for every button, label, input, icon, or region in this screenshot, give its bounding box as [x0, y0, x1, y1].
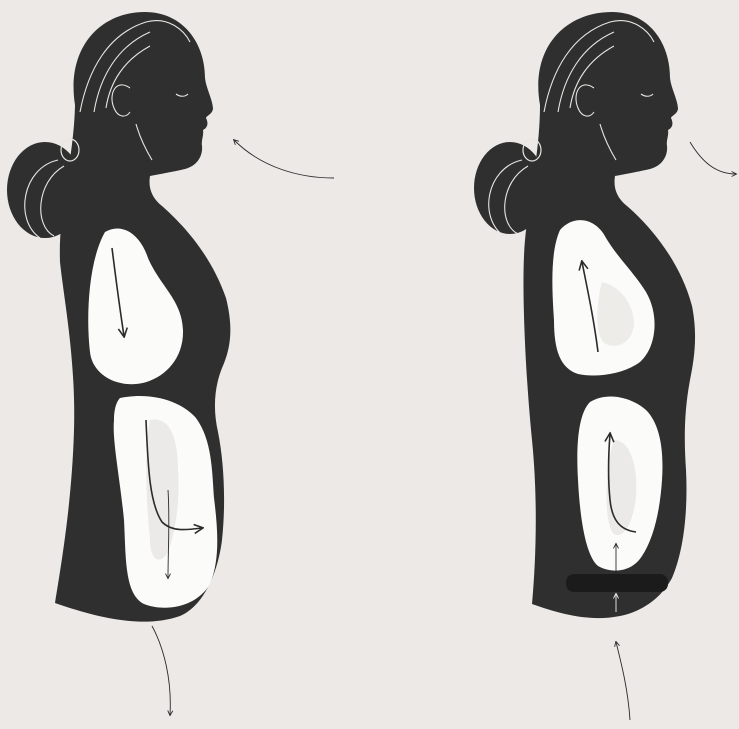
exhale-figure [474, 12, 736, 720]
exhale-diaphragm-band [566, 574, 668, 592]
inhale-lower-arrow [152, 626, 170, 715]
inhale-nose-arrow [234, 140, 334, 178]
inhale-figure [7, 12, 334, 715]
exhale-nose-arrow [690, 142, 736, 174]
exhale-lower-arrow [616, 642, 630, 720]
